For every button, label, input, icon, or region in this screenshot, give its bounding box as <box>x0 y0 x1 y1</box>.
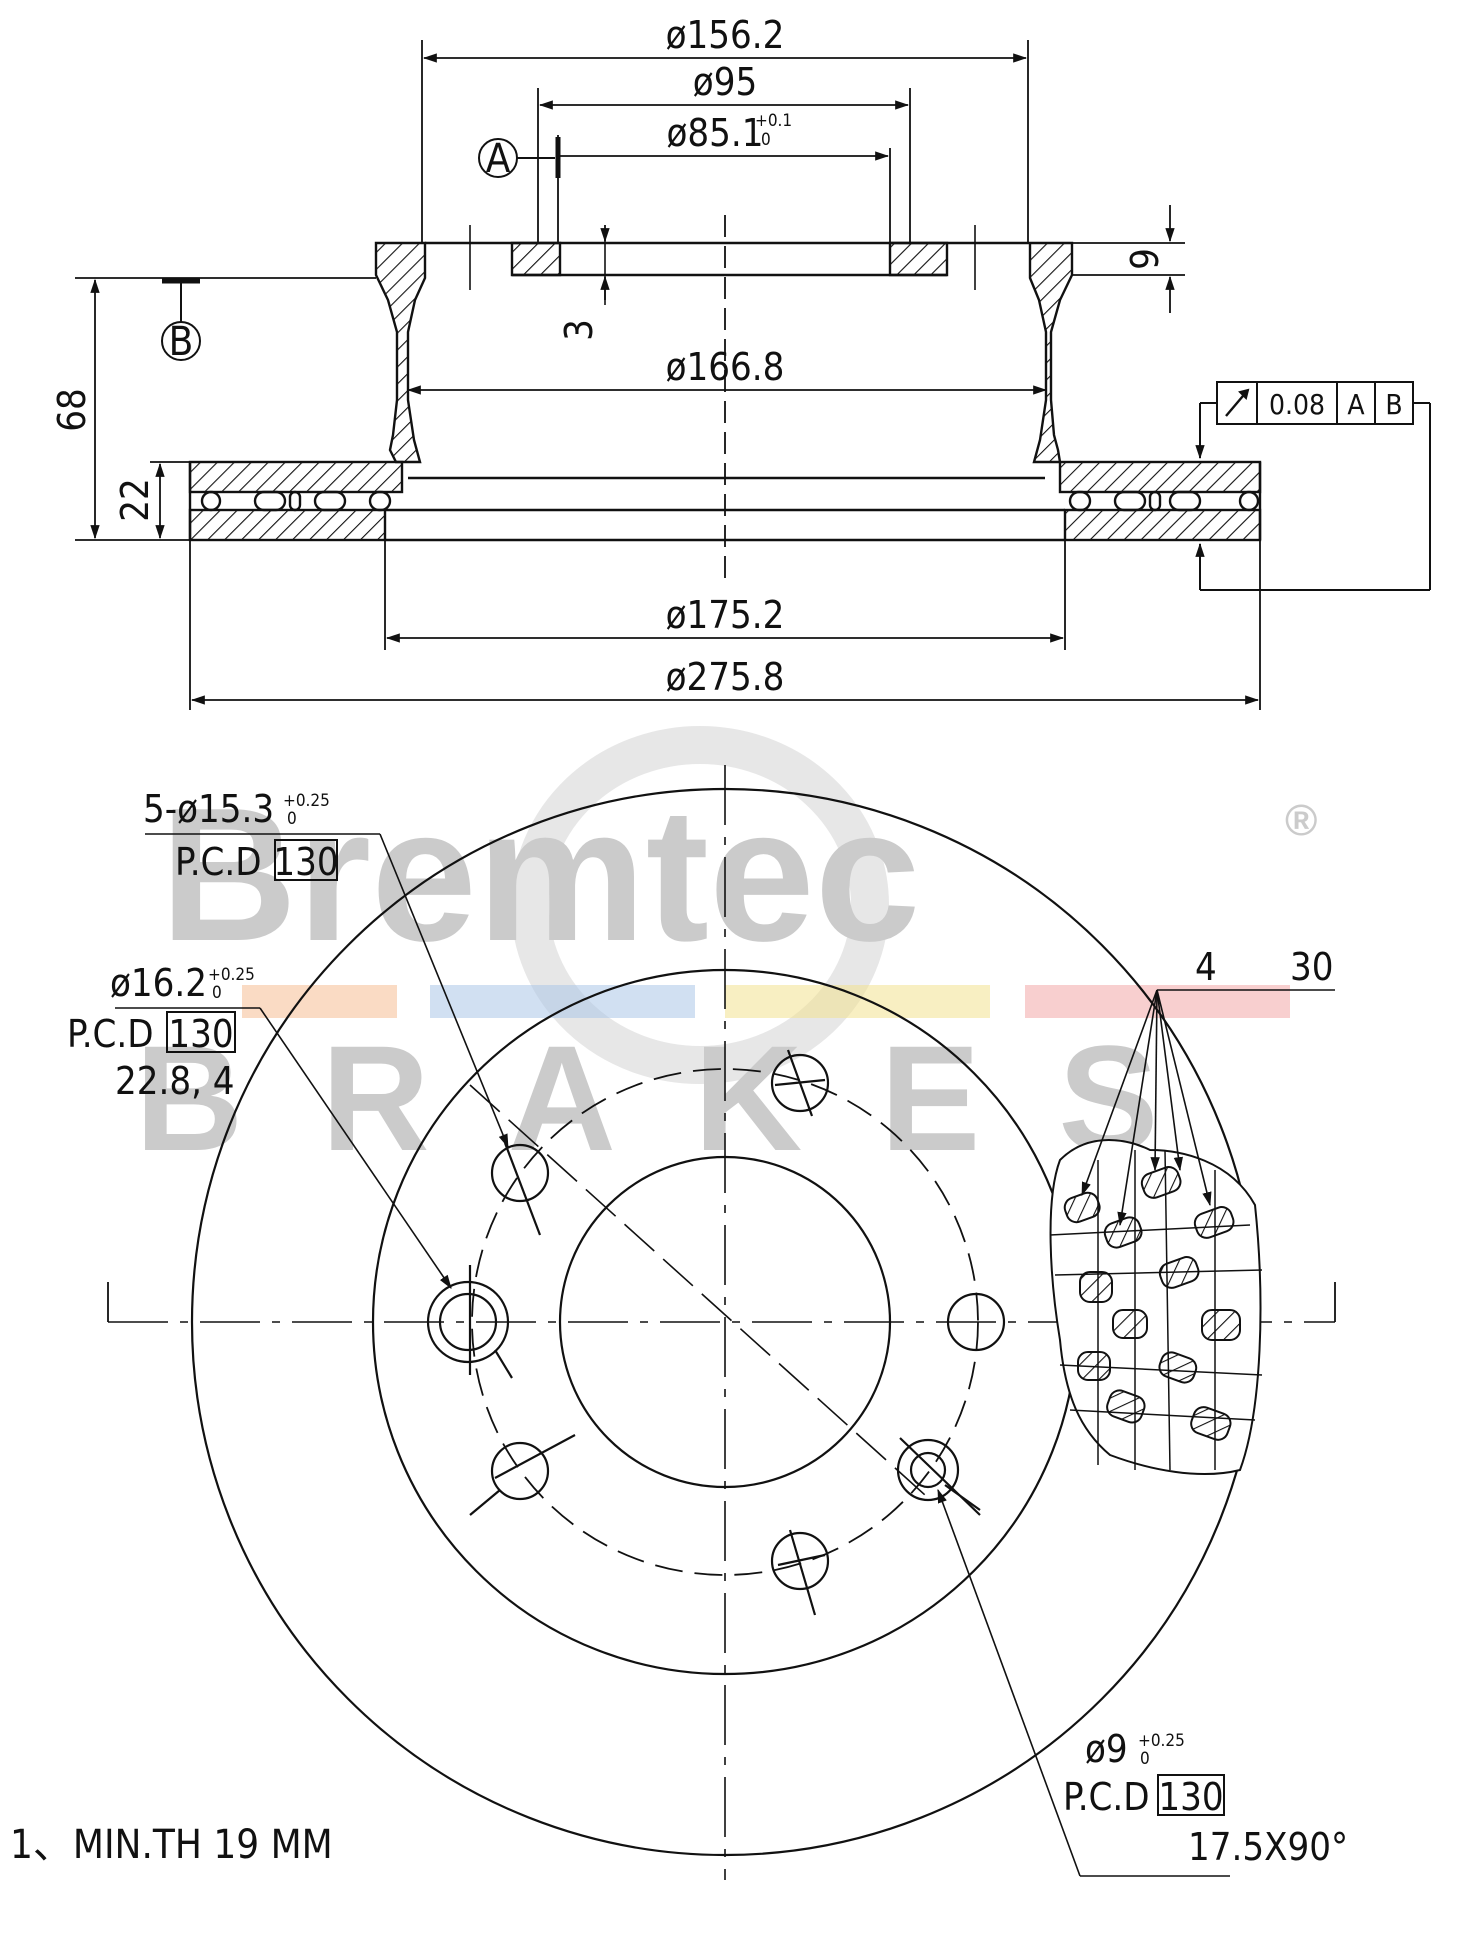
bolt-hole-5 <box>770 1531 830 1591</box>
vent-8 <box>1201 1309 1241 1341</box>
dim-dia-85-1-tol-upper: +0.1 <box>755 111 792 131</box>
section-hub-right <box>888 241 949 277</box>
vent-5 <box>1079 1271 1113 1303</box>
plate-top-left <box>188 460 404 494</box>
center-hole-tol-lower: 0 <box>212 983 222 1003</box>
bolt-hole-4 <box>490 1441 550 1501</box>
center-hole-pcd-box <box>166 1011 236 1053</box>
small-holes-pcd-box <box>1157 1774 1225 1816</box>
bolt-hole-2 <box>770 1053 830 1113</box>
bolt-holes <box>469 1049 1006 1616</box>
small-holes-tol-lower: 0 <box>1140 1749 1150 1769</box>
dim-dia-156-2: ø156.2 <box>666 13 785 57</box>
center-hole-outer <box>426 1280 510 1364</box>
vent-spec: 30 <box>1290 945 1334 989</box>
vent-count: 4 <box>1195 945 1217 989</box>
small-holes-tol-upper: +0.25 <box>1138 1731 1185 1751</box>
vent-7 <box>1112 1309 1148 1339</box>
plate-top-right <box>1058 460 1262 494</box>
dim-dia-85-1-tol-lower: 0 <box>761 130 771 150</box>
note-min-thickness: 1、MIN.TH 19 MM <box>10 1822 333 1868</box>
bolt-holes-pcd-label: P.C.D <box>175 840 262 884</box>
datum-b-label: B <box>169 319 194 365</box>
small-hole-inner <box>909 1451 947 1489</box>
bolt-hole-3 <box>946 1292 1006 1352</box>
callout-leaders <box>115 833 1230 1877</box>
center-hole-pcd-value: 130 <box>168 1012 233 1056</box>
dim-height-68: 68 <box>50 388 94 432</box>
dim-dia-275-8: ø275.8 <box>666 655 785 699</box>
watermark-sub: BRAKES <box>135 1014 1236 1182</box>
bolt-holes-pcd-value: 130 <box>273 840 338 884</box>
tolerance-datum-2: B <box>1385 388 1402 421</box>
watermark-stripe-blue <box>430 985 695 1018</box>
watermark-stripe-yellow <box>725 985 990 1018</box>
section-hat-right <box>1008 241 1074 464</box>
datum-a <box>478 137 561 178</box>
vane-pillars <box>200 490 1260 512</box>
center-hole-inner <box>438 1292 498 1352</box>
small-holes-pcd-label: P.C.D <box>1063 1775 1150 1819</box>
section-hat-left <box>374 241 427 464</box>
plate-bottom-left <box>188 508 387 542</box>
dim-3: 3 <box>557 319 601 341</box>
datum-a-label: A <box>486 136 511 182</box>
watermark-brand: Bremtec <box>160 769 920 981</box>
bolt-hole-1 <box>490 1143 550 1203</box>
small-holes-pcd-value: 130 <box>1158 1775 1223 1819</box>
dim-dia-95: ø95 <box>693 60 757 104</box>
small-hole-outer <box>896 1438 960 1502</box>
tolerance-frame <box>1195 381 1431 591</box>
bolt-holes-tol-upper: +0.25 <box>283 791 330 811</box>
datum-b <box>161 278 201 361</box>
dim-thickness-22: 22 <box>113 478 157 522</box>
tolerance-value: 0.08 <box>1269 388 1325 421</box>
dim-dia-175-2: ø175.2 <box>666 593 785 637</box>
vent-detail <box>1049 989 1335 1475</box>
section-dimensions <box>75 40 1261 710</box>
small-holes-callout: ø9 <box>1085 1727 1128 1771</box>
small-holes-extra: 17.5X90° <box>1188 1825 1348 1869</box>
bolt-holes-tol-lower: 0 <box>287 809 297 829</box>
center-hole-pcd-label: P.C.D <box>67 1012 154 1056</box>
dim-dia-166-8: ø166.8 <box>666 345 785 389</box>
watermark: Bremtec ® BRAKES <box>135 726 1317 1182</box>
center-hole-callout: ø16.2 <box>110 961 207 1005</box>
section-view <box>188 215 1262 580</box>
bolt-holes-callout: 5-ø15.3 <box>143 787 274 831</box>
section-hub-left <box>510 241 562 277</box>
center-hole-extra: 22.8, 4 <box>115 1059 235 1103</box>
watermark-stripe-orange <box>242 985 397 1018</box>
dim-dia-85-1: ø85.1 <box>666 111 763 155</box>
plate-bottom-right <box>1063 508 1262 542</box>
watermark-swoosh <box>511 726 889 1084</box>
dim-9: 9 <box>1123 248 1167 270</box>
watermark-registered: ® <box>1285 796 1317 845</box>
bolt-holes-pcd-box <box>274 839 338 881</box>
tolerance-datum-1: A <box>1347 388 1365 421</box>
center-hole-tol-upper: +0.25 <box>208 965 255 985</box>
vent-4 <box>1193 1206 1235 1239</box>
